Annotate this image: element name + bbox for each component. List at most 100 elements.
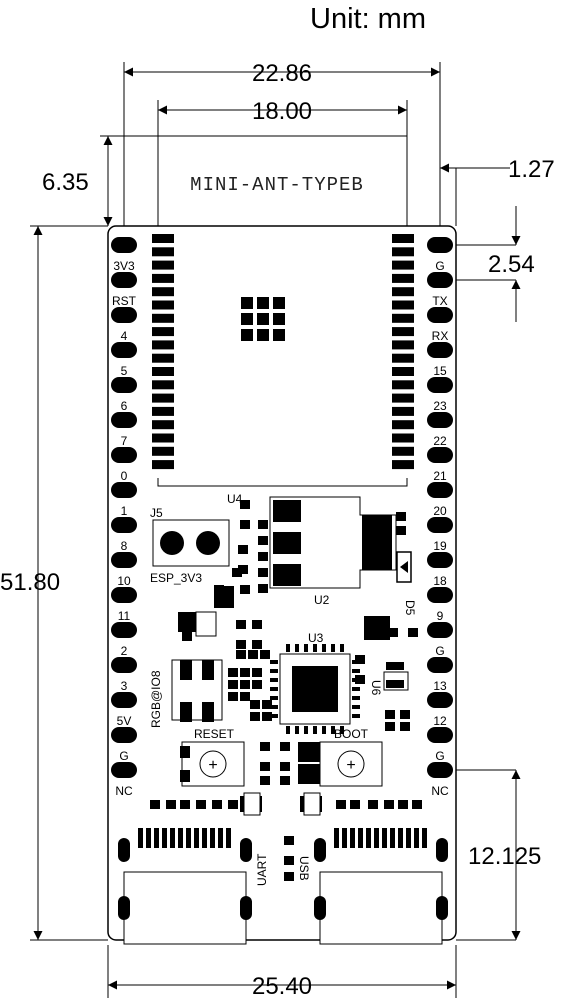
passive-part <box>298 764 320 784</box>
right-pin-label: 13 <box>433 679 447 693</box>
usb-label: USB <box>297 856 311 881</box>
passive-pad <box>336 800 346 809</box>
right-pin-label: 20 <box>433 504 447 518</box>
right-pin-label: NC <box>431 784 449 798</box>
left-pin-pad <box>111 237 137 253</box>
left-pin-label: RST <box>112 294 137 308</box>
ground-pad <box>273 297 285 309</box>
ground-pad <box>257 329 269 341</box>
right-pin-pad <box>427 237 453 253</box>
passive-part <box>364 616 390 640</box>
reset-button <box>181 741 245 787</box>
right-pin-label: 19 <box>433 539 447 553</box>
left-pin-pad <box>111 587 137 603</box>
left-pin-label: 3V3 <box>113 259 135 273</box>
passive-pad <box>180 800 190 809</box>
right-pin-label: G <box>435 644 444 658</box>
usb-c-connector <box>314 828 448 945</box>
right-pin-pad <box>427 692 453 708</box>
u2-pad-1 <box>273 500 301 522</box>
left-pin-pad <box>111 622 137 638</box>
passive-pad <box>388 628 398 637</box>
uart-label: UART <box>255 853 269 886</box>
module-pad-left <box>152 313 174 323</box>
module-pad-right <box>392 247 414 257</box>
left-pin-label: 10 <box>117 574 131 588</box>
unit-title: Unit: mm <box>310 3 426 35</box>
dim-12-125: 12.125 <box>468 843 541 870</box>
passive-pad <box>252 680 262 689</box>
module-pad-right <box>392 460 414 470</box>
d5-label: D5 <box>403 600 417 616</box>
dim-1-27: 1.27 <box>508 156 555 183</box>
passive-pad <box>258 584 268 593</box>
passive-pad <box>232 568 242 577</box>
passive-pad <box>250 712 260 721</box>
right-pin-label: 23 <box>433 399 447 413</box>
j5-footprint <box>152 519 230 567</box>
passive-pad <box>396 512 406 521</box>
ground-pad <box>241 313 253 325</box>
module-pad-left <box>152 327 174 337</box>
passive-pad <box>240 585 250 594</box>
left-pin-pad <box>111 692 137 708</box>
passive-pad <box>252 620 262 629</box>
right-pin-pad <box>427 517 453 533</box>
right-pin-pad <box>427 342 453 358</box>
left-pin-label: 1 <box>121 504 128 518</box>
right-pin-label: 18 <box>433 574 447 588</box>
right-pin-pad <box>427 552 453 568</box>
module-pad-right <box>392 420 414 430</box>
passive-pad <box>260 762 270 771</box>
ground-pad <box>241 329 253 341</box>
passive-pad <box>284 836 294 845</box>
u2-label: U2 <box>314 593 330 607</box>
boot-button-knob <box>337 750 365 778</box>
passive-part <box>386 680 404 688</box>
extension-lines <box>30 62 516 998</box>
passive-pad <box>260 776 270 785</box>
module-pad-left <box>152 446 174 456</box>
passive-pad <box>408 628 418 637</box>
dim-25-40: 25.40 <box>252 973 312 1000</box>
ground-pad <box>273 313 285 325</box>
left-pin-pad <box>111 447 137 463</box>
left-pin-pad <box>111 727 137 743</box>
left-pin-pad <box>111 342 137 358</box>
module-pad-right <box>392 300 414 310</box>
dim-18-00: 18.00 <box>252 98 312 125</box>
passive-pad <box>400 722 410 731</box>
module-pad-right <box>392 446 414 456</box>
left-pin-label: 11 <box>118 609 131 623</box>
left-pin-label: 2 <box>121 644 128 658</box>
passive-pad <box>212 800 222 809</box>
passive-pad <box>228 680 238 689</box>
passive-pad <box>258 536 268 545</box>
ground-pad <box>273 329 285 341</box>
passive-pad <box>228 692 238 701</box>
u4-label: U4 <box>227 492 243 506</box>
right-pin-label: TX <box>432 294 447 308</box>
right-pin-label: 15 <box>433 364 447 378</box>
passive-pad <box>412 800 422 809</box>
module-pads <box>152 234 414 470</box>
left-pin-label: G <box>119 749 128 763</box>
passive-part <box>386 662 404 670</box>
svg-text:+: + <box>346 757 355 774</box>
module-pad-right <box>392 406 414 416</box>
boot-label: BOOT <box>334 727 369 741</box>
passive-pad <box>236 650 246 659</box>
u3-pins <box>270 644 360 734</box>
left-pin-pad <box>111 762 137 778</box>
right-pin-pad <box>427 412 453 428</box>
passive-pad <box>384 800 394 809</box>
passive-pad <box>262 712 272 721</box>
module-pad-left <box>152 273 174 283</box>
reset-label: RESET <box>194 727 235 741</box>
ground-pad <box>241 297 253 309</box>
rgb-label: RGB@IO8 <box>149 670 163 728</box>
module-pad-left <box>152 433 174 443</box>
